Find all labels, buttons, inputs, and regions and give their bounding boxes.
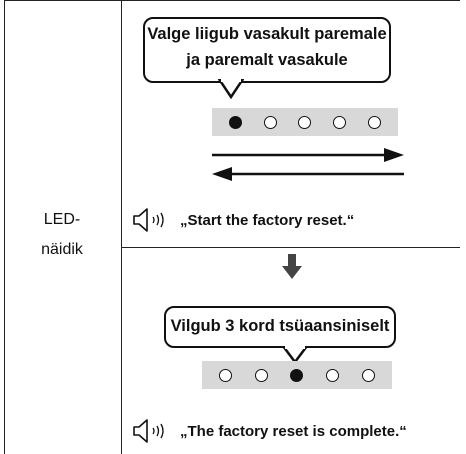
sweep-arrows — [212, 148, 404, 181]
step2-callout-text: Vilgub 3 kord tsüaansiniselt — [170, 317, 390, 335]
step2-voice-prompt: „The factory reset is complete.“ — [132, 418, 407, 444]
step1-led-2-unlit — [263, 115, 277, 129]
row-divider — [121, 247, 460, 248]
row-label: LED- näidik — [4, 205, 120, 265]
column-divider — [121, 0, 122, 454]
arrow-right-icon — [212, 148, 404, 162]
row-label-line2: näidik — [41, 241, 83, 258]
speaker-sound-icon — [133, 208, 164, 232]
step1-callout: Valge liigub vasakult paremale ja parema… — [143, 17, 391, 83]
step2-callout-pointer — [282, 346, 308, 365]
step1-callout-line2: ja paremalt vasakule — [186, 51, 348, 69]
step2-led-5-unlit — [361, 368, 375, 382]
speaker-sound-icon — [133, 419, 164, 443]
table-left-border — [4, 0, 5, 454]
step1-led-4-unlit — [333, 115, 347, 129]
step2-voice-text: „The factory reset is complete.“ — [180, 422, 407, 440]
step1-led-5-unlit — [368, 115, 382, 129]
step2-led-1-unlit — [219, 368, 233, 382]
step2-callout: Vilgub 3 kord tsüaansiniselt — [164, 306, 396, 348]
step1-callout-pointer — [218, 79, 244, 100]
step1-callout-line1: Valge liigub vasakult paremale — [147, 25, 387, 43]
step1-voice-text: „Start the factory reset.“ — [180, 211, 355, 229]
step1-led-3-unlit — [298, 115, 312, 129]
step1-voice-prompt: „Start the factory reset.“ — [132, 207, 354, 233]
step2-led-2-unlit — [254, 368, 268, 382]
arrow-left-icon — [212, 167, 404, 181]
row-label-line1: LED- — [43, 211, 81, 228]
arrow-down-icon — [282, 254, 302, 279]
step2-led-strip — [202, 361, 392, 389]
step2-led-3-lit — [290, 368, 304, 382]
step1-led-1-lit — [228, 115, 242, 129]
step1-led-strip — [212, 108, 398, 136]
step2-led-4-unlit — [326, 368, 340, 382]
table-top-border — [4, 0, 460, 1]
